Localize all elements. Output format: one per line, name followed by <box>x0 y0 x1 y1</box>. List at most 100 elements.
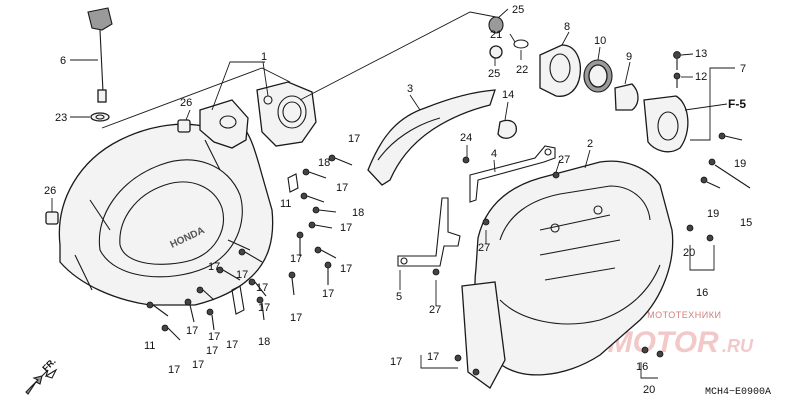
callout-label: 17 <box>236 269 248 281</box>
callout-label: 20 <box>683 247 695 259</box>
leader-lines <box>51 8 735 379</box>
callout-label: 19 <box>707 208 719 220</box>
bolt-24 <box>462 156 470 164</box>
callout-label: 17 <box>208 331 220 343</box>
callout-label: 18 <box>258 336 270 348</box>
callout-label: 9 <box>626 51 632 63</box>
right-crankcase-cover <box>461 160 674 389</box>
callout-label: 16 <box>636 361 648 373</box>
front-arrow: FR. <box>25 356 58 395</box>
callout-label: 7 <box>740 63 746 75</box>
chain-guide <box>367 89 496 186</box>
bolt-18 <box>312 206 337 214</box>
bolt-27 <box>432 268 440 276</box>
callout-label: 11 <box>144 340 155 352</box>
figure-code: MCH4−E0900A <box>705 387 771 398</box>
bolt-17 <box>256 296 265 321</box>
callout-label: 25 <box>488 68 500 80</box>
callout-label: 17 <box>290 312 302 324</box>
callout-label: 20 <box>643 384 655 396</box>
callout-label: 11 <box>280 198 291 210</box>
bolt-27 <box>552 171 560 179</box>
callout-label: 17 <box>258 302 270 314</box>
bolt-15 <box>708 158 751 189</box>
callouts: 6 23 26 26 1 3 25 21 22 25 8 10 9 13 12 … <box>44 4 752 396</box>
bolt-20 <box>454 354 480 376</box>
bolt-17 <box>206 308 215 331</box>
bolt-17 <box>328 154 353 166</box>
callout-label: 17 <box>340 263 352 275</box>
callout-label: 4 <box>491 148 497 160</box>
bolt-17 <box>146 301 169 317</box>
callout-label: 17 <box>256 282 268 294</box>
clip-11 <box>231 285 245 315</box>
callout-label: 6 <box>60 55 66 67</box>
watermark-domain: .RU <box>722 336 754 356</box>
callout-label: 5 <box>396 291 402 303</box>
bolt-17 <box>288 271 296 296</box>
callout-label: 2 <box>587 138 593 150</box>
callout-label: 17 <box>226 339 238 351</box>
reference-code: F-5 <box>728 97 746 111</box>
callout-label: 17 <box>390 356 402 368</box>
bolt-17 <box>296 231 304 256</box>
callout-label: 17 <box>192 359 204 371</box>
callout-label: 24 <box>460 132 472 144</box>
bolt-19 <box>700 176 721 189</box>
callout-label: 18 <box>352 207 364 219</box>
callout-label: 17 <box>336 182 348 194</box>
callout-label: 19 <box>734 158 746 170</box>
callout-label: 17 <box>186 325 198 337</box>
bolt-17 <box>196 286 215 301</box>
bolt-17 <box>216 266 241 281</box>
callout-label: 15 <box>740 217 752 229</box>
callout-label: 14 <box>502 89 514 101</box>
callout-label: 17 <box>208 261 220 273</box>
bolt-17 <box>248 278 267 297</box>
callout-label: 1 <box>261 51 267 63</box>
bolt-17 <box>324 261 332 285</box>
callout-label: 26 <box>44 185 56 197</box>
callout-label: 27 <box>429 304 441 316</box>
callout-label: 17 <box>348 133 360 145</box>
bolts <box>146 132 751 376</box>
bolt-17 <box>302 168 327 179</box>
callout-label: 17 <box>206 345 218 357</box>
bolt-17 <box>184 298 195 323</box>
bolt-17 <box>238 248 263 263</box>
clip-11 <box>287 173 299 193</box>
callout-label: 18 <box>318 157 330 169</box>
bolt-20 <box>686 224 714 242</box>
callout-label: 17 <box>168 364 180 376</box>
bolt-17 <box>314 246 337 259</box>
callout-label: 16 <box>696 287 708 299</box>
mounting-brackets <box>397 145 556 267</box>
callout-label: 12 <box>695 71 707 83</box>
callout-label: 17 <box>290 253 302 265</box>
callout-label: 25 <box>512 4 524 16</box>
callout-label: 23 <box>55 112 67 124</box>
callout-label: 27 <box>558 154 570 166</box>
bolt-17 <box>161 324 181 341</box>
callout-label: 21 <box>490 29 502 41</box>
dowel-pins <box>45 119 191 225</box>
callout-label: 22 <box>516 64 528 76</box>
callout-label: 8 <box>564 21 570 33</box>
oil-dipstick <box>87 7 113 122</box>
callout-label: 17 <box>322 288 334 300</box>
left-crankcase-cover: HONDA <box>58 81 317 306</box>
bolt-19 <box>718 132 743 141</box>
bolt-20 <box>641 346 664 358</box>
bolt-27 <box>482 218 490 226</box>
bearing-assembly <box>488 16 689 153</box>
callout-label: 17 <box>427 351 439 363</box>
callout-label: 17 <box>340 222 352 234</box>
callout-label: 13 <box>695 48 707 60</box>
callout-label: 27 <box>478 242 490 254</box>
bolt-17 <box>300 192 325 203</box>
callout-label: 10 <box>594 35 606 47</box>
bolt-17 <box>308 221 333 229</box>
callout-label: 26 <box>180 97 192 109</box>
callout-label: 3 <box>407 83 413 95</box>
